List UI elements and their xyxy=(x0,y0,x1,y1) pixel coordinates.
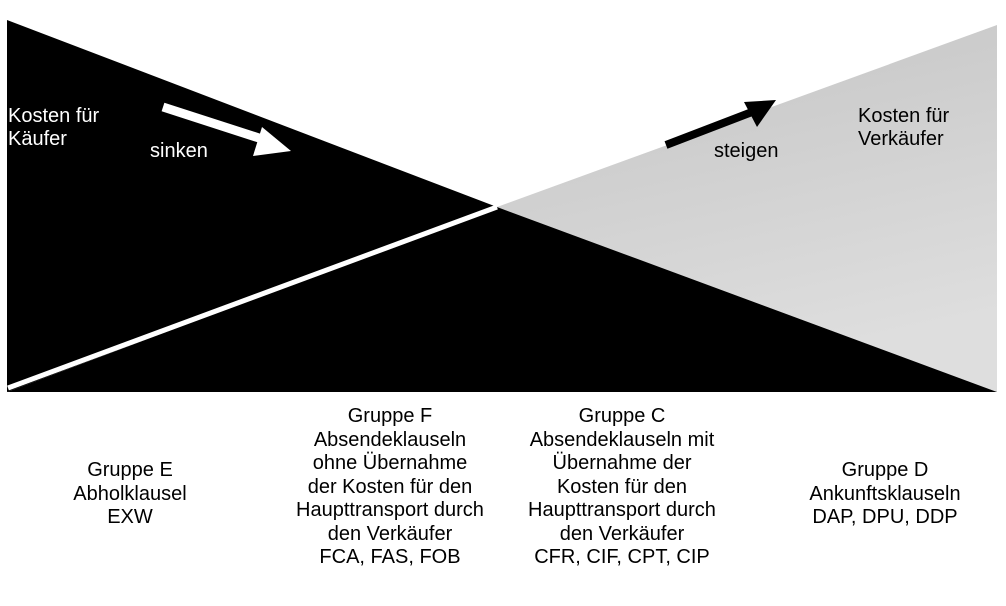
seller-costs-label: Kosten für Verkäufer xyxy=(858,105,949,151)
group-codes: EXW xyxy=(107,506,153,528)
group-c: Gruppe C Absendeklauseln mit Übernahme d… xyxy=(497,405,747,570)
lower-cost-triangle xyxy=(7,207,997,392)
buyer-costs-line: Kosten für xyxy=(8,105,100,127)
seller-cost-triangle xyxy=(497,25,997,392)
cost-diagram xyxy=(7,20,997,392)
group-line: ohne Übernahme xyxy=(312,452,468,474)
group-codes: DAP, DPU, DDP xyxy=(812,506,958,528)
group-f: Gruppe F Absendeklauseln ohne Übernahme … xyxy=(270,405,510,570)
buyer-costs-line: Käufer xyxy=(8,128,67,150)
group-codes: CFR, CIF, CPT, CIP xyxy=(534,546,710,568)
group-line: den Verkäufer xyxy=(559,522,685,545)
buyer-costs-label: Kosten für Käufer xyxy=(8,105,99,151)
group-line: Abholklausel xyxy=(73,482,187,505)
group-line: Übernahme der xyxy=(552,452,692,474)
arrow-down-icon xyxy=(161,102,291,156)
group-line: der Kosten für den xyxy=(307,475,473,498)
group-e: Gruppe E Abholklausel EXW xyxy=(40,459,220,530)
group-line: Kosten für den xyxy=(556,475,688,498)
group-line: Absendeklauseln xyxy=(313,428,467,451)
group-title: Gruppe E xyxy=(87,459,173,481)
group-d: Gruppe D Ankunftsklauseln DAP, DPU, DDP xyxy=(775,459,995,530)
group-title: Gruppe C xyxy=(578,405,666,427)
buyer-cost-triangle xyxy=(7,20,497,392)
group-line: Ankunftsklauseln xyxy=(809,482,961,505)
group-line: Absendeklauseln mit xyxy=(529,428,715,451)
divider-line xyxy=(7,204,498,391)
arrow-up-icon xyxy=(664,100,776,149)
decrease-label: sinken xyxy=(150,140,208,162)
increase-label: steigen xyxy=(714,140,779,162)
group-line: Haupttransport durch xyxy=(528,499,716,521)
group-codes: FCA, FAS, FOB xyxy=(319,546,461,568)
group-title: Gruppe D xyxy=(841,459,929,481)
seller-costs-line: Kosten für xyxy=(858,105,950,127)
group-line: den Verkäufer xyxy=(327,522,453,545)
group-title: Gruppe F xyxy=(347,405,433,427)
group-line: Haupttransport durch xyxy=(296,499,484,521)
seller-costs-line: Verkäufer xyxy=(858,128,944,150)
